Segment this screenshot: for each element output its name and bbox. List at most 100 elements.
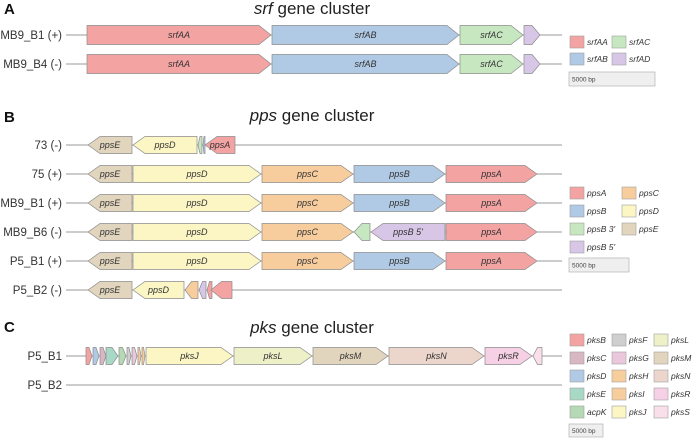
legend-label: pksC — [586, 353, 607, 363]
gene-label: ppsE — [99, 285, 122, 295]
legend-label: srfAA — [587, 37, 608, 47]
gene-arrow-pkse — [105, 347, 119, 365]
scale-bar: 5000 bp — [568, 423, 604, 438]
gene-arrow-srfab — [271, 25, 460, 45]
gene-arrow-srfaa — [86, 54, 272, 74]
legend-swatch — [611, 52, 627, 66]
gene-arrow-srfab — [271, 54, 460, 74]
gene-arrow-ppsc — [184, 281, 199, 299]
legend-swatch — [611, 369, 627, 383]
gene-arrow-pksc — [99, 347, 107, 365]
legend-swatch — [569, 204, 585, 218]
cluster-row: P5_B2 (-) ppsE ppsD — [13, 281, 562, 299]
gene-arrow-ppsb5 — [198, 281, 207, 299]
gene-arrow-ppsb3 — [197, 136, 203, 154]
gene-arrow-srfac — [459, 54, 524, 74]
scale-label: 5000 bp — [572, 263, 596, 270]
row-label: P5_B2 (-) — [13, 285, 62, 297]
panel-letter: C — [4, 319, 15, 336]
panel-title-rest: gene cluster — [273, 0, 371, 18]
legend-swatch — [611, 405, 627, 419]
legend-swatch — [569, 369, 585, 383]
gene-label: ppsC — [296, 198, 319, 208]
gene-label: ppsC — [296, 256, 319, 266]
gene-label: pksJ — [179, 351, 199, 361]
gene-label: ppsD — [153, 140, 176, 150]
gene-arrow-ppsa — [445, 194, 538, 212]
legend-swatch — [653, 333, 669, 347]
gene-label: srfAA — [168, 59, 190, 69]
scale-box — [568, 71, 656, 87]
scale-box — [568, 257, 630, 273]
legend-swatch — [653, 405, 669, 419]
panel-title: pps gene cluster — [249, 106, 375, 125]
scale-box — [568, 423, 604, 438]
gene-label: ppsD — [185, 169, 208, 179]
gene-arrow-ppse — [87, 281, 133, 299]
gene-arrow-ppse — [87, 194, 133, 212]
gene-label: ppsE — [99, 140, 122, 150]
legend-swatch — [621, 222, 637, 236]
legend-swatch — [653, 351, 669, 365]
gene-arrow-srfad — [523, 54, 541, 74]
gene-label: ppsD — [185, 256, 208, 266]
cluster-row: P5_B2 — [27, 380, 562, 392]
gene-arrow-pkss — [532, 347, 543, 365]
gene-arrow-pksn — [388, 347, 485, 365]
row-label: MB9_B1 (+) — [0, 30, 62, 42]
gene-arrow-ppsa — [445, 223, 538, 241]
row-label: MB9_B4 (-) — [3, 59, 62, 71]
panel-title-rest: gene cluster — [277, 106, 375, 125]
gene-arrow-ppsa — [445, 165, 538, 183]
row-label: P5_B2 — [27, 380, 62, 392]
gene-label: ppsA — [480, 169, 502, 179]
gene-arrow-ppsb — [202, 136, 206, 154]
gene-arrow-ppsc — [261, 223, 354, 241]
panel-letter: B — [4, 109, 15, 126]
gene-arrow-ppse — [87, 165, 133, 183]
gene-arrow-pksb — [85, 347, 93, 365]
gene-label: ppsB — [388, 198, 410, 208]
legend-swatch — [569, 222, 585, 236]
gene-arrow-pksh — [137, 347, 142, 365]
gene-label: ppsD — [147, 285, 170, 295]
panel-title: srf gene cluster — [254, 0, 371, 18]
panel-title: pks gene cluster — [249, 318, 374, 337]
gene-arrow-srfad — [523, 25, 541, 45]
gene-label: srfAB — [354, 30, 376, 40]
legend-swatch — [569, 387, 585, 401]
gene-arrow-ppsd — [132, 136, 198, 154]
gene-arrow-pksd — [92, 347, 100, 365]
gene-label: ppsE — [99, 227, 122, 237]
legend-label: pksS — [670, 407, 690, 417]
gene-label: pksR — [497, 351, 519, 361]
gene-label: ppsD — [185, 227, 208, 237]
gene-arrow-srfac — [459, 25, 524, 45]
gene-arrow-pksm — [312, 347, 389, 365]
gene-arrow-pksl — [233, 347, 313, 365]
legend-label: srfAC — [629, 37, 651, 47]
legend-swatch — [611, 351, 627, 365]
legend-label: pksF — [628, 335, 648, 345]
legend-label: pksN — [670, 371, 691, 381]
gene-label: srfAC — [480, 59, 503, 69]
gene-label: ppsC — [296, 169, 319, 179]
scale-label: 5000 bp — [572, 428, 596, 435]
gene-label: ppsD — [185, 198, 208, 208]
gene-arrow-ppsc — [261, 165, 354, 183]
legend-label: acpK — [587, 407, 607, 417]
gene-arrow-ppsa — [445, 252, 538, 270]
gene-label: pksL — [262, 351, 282, 361]
legend-label: ppsB 3' — [586, 224, 615, 234]
gene-arrow-ppsc — [261, 194, 354, 212]
legend-swatch — [653, 369, 669, 383]
